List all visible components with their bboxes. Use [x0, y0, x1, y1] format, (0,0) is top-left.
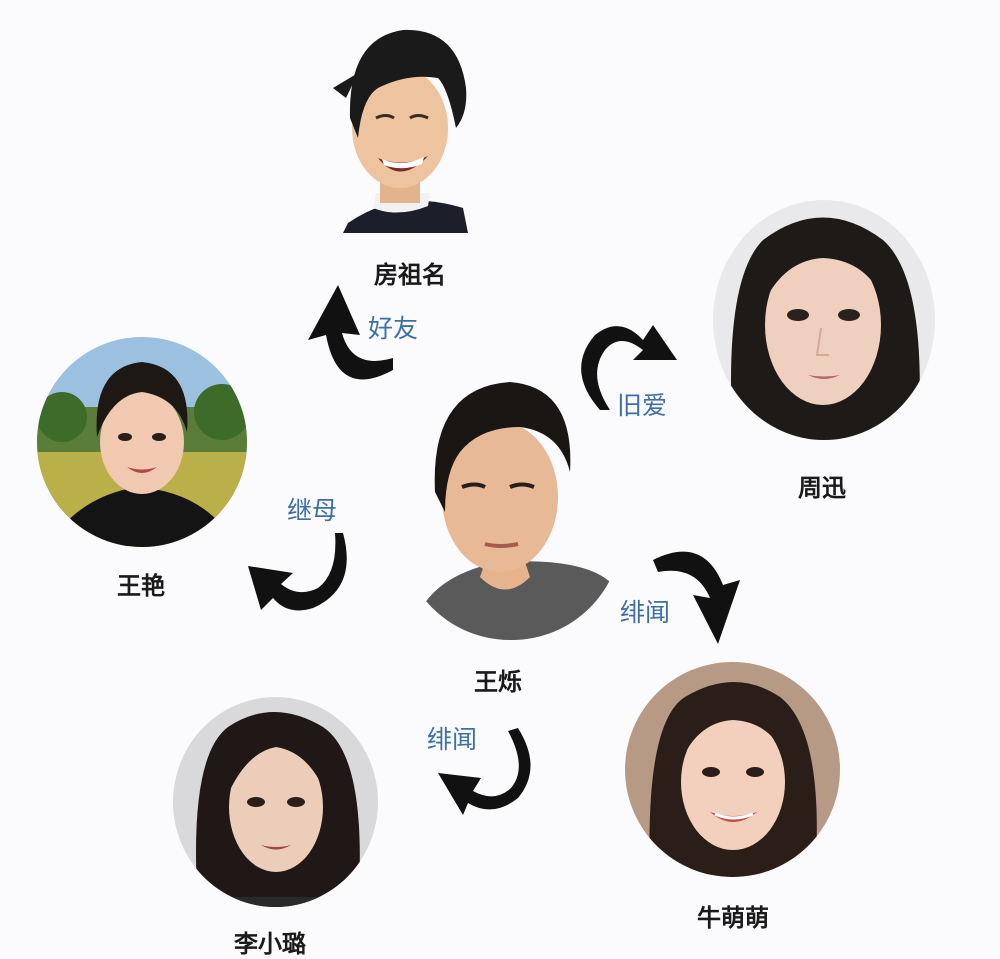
relation-label-right: 旧爱	[617, 391, 668, 420]
arrow-bottom-right	[653, 551, 740, 644]
relation-label-bottom-left: 绯闻	[427, 725, 478, 754]
arrow-bottom-left	[438, 728, 531, 815]
portrait-left	[37, 337, 247, 547]
relation-label-top: 好友	[368, 314, 419, 343]
name-label-top: 房祖名	[374, 261, 446, 289]
relation-label-bottom-right: 绯闻	[620, 598, 671, 627]
arrow-right	[581, 325, 677, 410]
name-label-left: 王艳	[117, 572, 165, 600]
portrait-right	[713, 200, 935, 440]
name-label-bottom-left: 李小璐	[234, 930, 306, 958]
name-label-bottom-right: 牛萌萌	[697, 904, 769, 932]
portrait-bottom-right	[625, 662, 840, 877]
arrow-left	[248, 533, 347, 611]
portrait-bottom-left	[173, 697, 378, 907]
relation-label-left: 继母	[287, 496, 338, 525]
portrait-top	[318, 18, 478, 238]
name-label-right: 周迅	[798, 474, 846, 502]
name-label-center: 王烁	[474, 668, 522, 696]
portrait-center	[400, 372, 622, 640]
arrow-top	[308, 285, 393, 380]
